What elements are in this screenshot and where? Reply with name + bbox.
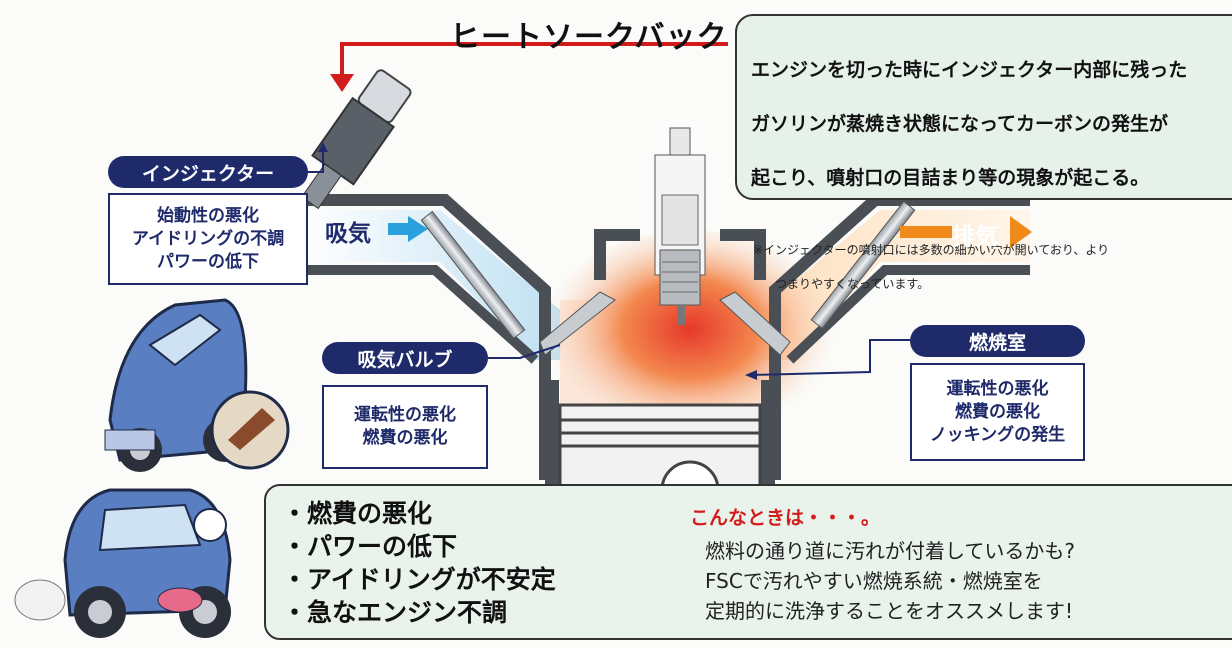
symptom-text: パワーの低下 (157, 251, 259, 272)
bullet-item: ・パワーの低下 (282, 532, 458, 561)
recommend-line: FSCで汚れやすい燃焼系統・燃焼室を (705, 569, 1043, 593)
exhaust-label: 排気 (952, 224, 998, 250)
symptom-text: ノッキングの発生 (929, 424, 1066, 445)
car-illustration-1 (104, 298, 290, 472)
intake-valve-symptoms: 運転性の悪化 燃費の悪化 (322, 385, 488, 469)
explanation-main: エンジンを切った時にインジェクター内部に残った ガソリンが蒸焼き状態になってカー… (751, 30, 1232, 219)
explanation-line: エンジンを切った時にインジェクター内部に残った (751, 59, 1188, 81)
piston (558, 403, 762, 520)
explanation-note: ※インジェクターの噴射口には多数の細かい穴が開いており、より つまりやすくなって… (751, 225, 1232, 310)
bullet-item: ・急なエンジン不調 (282, 598, 508, 627)
exhaust-valve (719, 200, 916, 356)
symptom-text: 運転性の悪化 (354, 405, 456, 425)
spark-plug (654, 127, 706, 325)
exhaust-port (760, 210, 1030, 360)
heat-soak-arrow (340, 42, 728, 80)
heat-soak-title: ヒートソークバック (450, 20, 728, 55)
symptom-text: 運転性の悪化 (946, 378, 1049, 399)
recommend-text: 燃料の通り道に汚れが付着しているかも? FSCで汚れやすい燃焼系統・燃焼室を 定… (705, 536, 1075, 626)
explanation-box: エンジンを切った時にインジェクター内部に残った ガソリンが蒸焼き状態になってカー… (735, 14, 1232, 291)
explanation-line: ガソリンが蒸焼き状態になってカーボンの発生が (751, 113, 1169, 135)
recommend-heading: こんなときは・・・。 (690, 507, 881, 529)
intake-valve-label: 吸気バルブ (322, 342, 488, 374)
injector-label: インジェクター (108, 156, 308, 188)
bullet-item: ・燃費の悪化 (282, 499, 433, 528)
explanation-line: 起こり、噴射口の目詰まり等の現象が起こる。 (751, 167, 1150, 189)
injector-graphic (301, 69, 412, 210)
symptom-text: アイドリングの不調 (131, 228, 285, 249)
bullet-item: ・アイドリングが不安定 (282, 565, 556, 594)
injector-symptoms: 始動性の悪化 アイドリングの不調 パワーの低下 (108, 193, 308, 285)
symptom-text: 始動性の悪化 (157, 205, 259, 226)
summary-bullets: ・燃費の悪化 ・パワーの低下 ・アイドリングが不安定 ・急なエンジン不調 (282, 497, 556, 629)
note-line: ※インジェクターの噴射口には多数の細かい穴が開いており、より (753, 243, 1110, 257)
summary-box (264, 484, 1232, 640)
intake-port (300, 210, 560, 360)
combustion-chamber-symptoms: 運転性の悪化 燃費の悪化 ノッキングの発生 (910, 363, 1085, 461)
intake-valve (420, 210, 616, 356)
note-line: つまりやすくなっています。 (775, 277, 930, 291)
combustion-chamber-label: 燃焼室 (910, 325, 1085, 357)
car-illustration-2 (14, 488, 232, 638)
recommend-line: 燃料の通り道に汚れが付着しているかも? (705, 539, 1076, 563)
symptom-text: 燃費の悪化 (955, 401, 1040, 422)
recommend-line: 定期的に洗浄することをオススメします! (705, 599, 1074, 623)
symptom-text: 燃費の悪化 (362, 428, 448, 448)
intake-label: 吸気 (325, 221, 371, 247)
